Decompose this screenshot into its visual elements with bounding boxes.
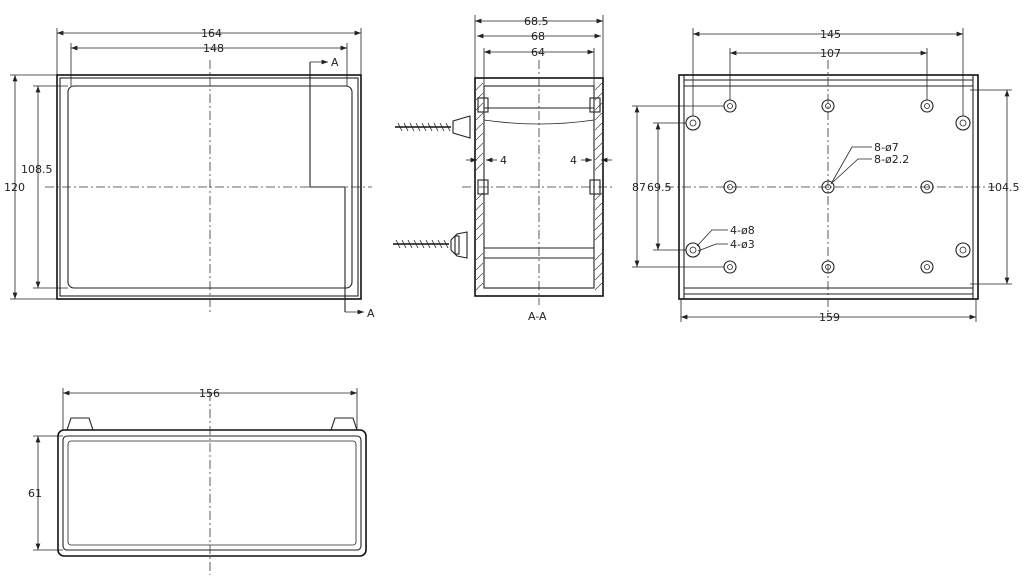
dim-section-width-c: 64 (531, 46, 545, 59)
section-label: A-A (528, 310, 547, 323)
dim-section-width-a: 68.5 (524, 15, 549, 28)
screw-top (395, 115, 471, 139)
dim-back-hole-span-inner: 107 (820, 47, 841, 60)
dim-back-hole-span-outer: 145 (820, 28, 841, 41)
dim-section-wall-right: 4 (570, 154, 577, 167)
dim-front-width-outer: 164 (201, 27, 222, 40)
section-view: 68.5 68 64 4 4 A-A (462, 15, 615, 323)
dim-back-height-right: 104.5 (988, 181, 1020, 194)
callout-holes-a-2: 8-ø2.2 (874, 153, 909, 166)
callout-holes-b-2: 4-ø3 (730, 238, 755, 251)
callout-holes-b-1: 4-ø8 (730, 224, 755, 237)
section-mark-top: A (331, 56, 339, 69)
section-mark-bottom: A (367, 307, 375, 320)
dim-back-width-bottom: 159 (819, 311, 840, 324)
bottom-view: 156 61 (28, 387, 367, 575)
dim-front-width-inner: 148 (203, 42, 224, 55)
dim-bottom-height: 61 (28, 487, 42, 500)
dim-section-width-b: 68 (531, 30, 545, 43)
dim-back-height-left-b: 69.5 (647, 181, 672, 194)
dim-section-wall-left: 4 (500, 154, 507, 167)
front-view: A A 164 148 120 108.5 (4, 27, 375, 320)
back-view: 8-ø7 8-ø2.2 4-ø8 4-ø3 145 107 159 87 69.… (632, 28, 1020, 324)
dim-front-height-outer: 120 (4, 181, 25, 194)
dim-front-height-inner: 108.5 (21, 163, 53, 176)
dim-back-height-left-a: 87 (632, 181, 646, 194)
dim-bottom-width: 156 (199, 387, 220, 400)
screw-bottom (393, 231, 468, 259)
callout-holes-a-1: 8-ø7 (874, 141, 899, 154)
